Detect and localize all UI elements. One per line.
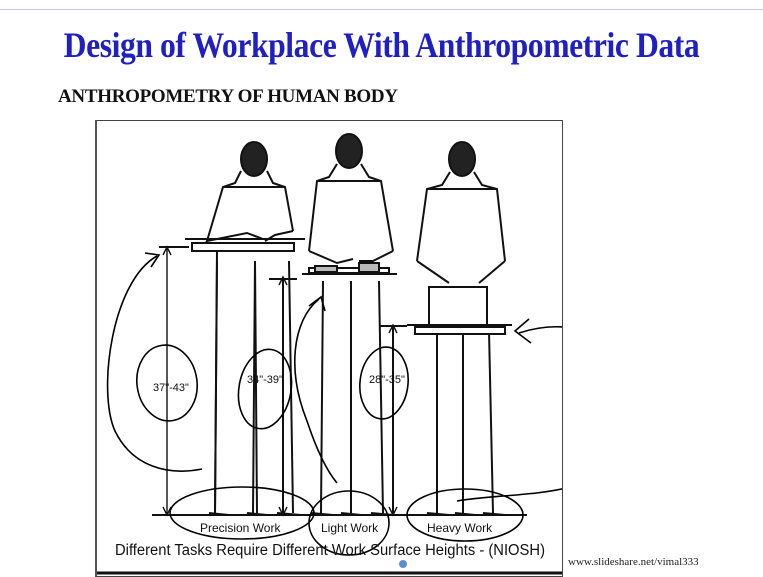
height-label-heavy: 28"-35" <box>369 374 405 386</box>
figure-drawing: 37"-43" 34"-39" 28"-35" Precision Work L… <box>97 133 562 575</box>
hand-annotations <box>106 252 562 556</box>
slide-title: Design of Workplace With Anthropometric … <box>63 25 700 65</box>
worker-light-figure <box>308 133 394 516</box>
slide-subtitle: ANTHROPOMETRY OF HUMAN BODY <box>58 86 398 107</box>
work-surface-precision <box>159 238 305 514</box>
work-surface-light <box>269 262 397 513</box>
worker-precision-figure <box>200 141 302 516</box>
height-label-light: 34"-39" <box>247 374 283 386</box>
work-label-precision: Precision Work <box>200 521 281 535</box>
work-label-light: Light Work <box>321 521 379 535</box>
worker-heavy-figure <box>416 141 506 516</box>
workstation-height-figure: 37"-43" 34"-39" 28"-35" Precision Work L… <box>95 120 563 577</box>
dimension-arrows <box>162 245 398 517</box>
source-credit: www.slideshare.net/vimal333 <box>568 556 699 568</box>
figure-caption: Different Tasks Require Different Work S… <box>115 542 545 559</box>
work-label-heavy: Heavy Work <box>427 521 493 535</box>
work-surface-heavy <box>379 286 512 513</box>
top-rule <box>0 9 763 10</box>
cursor-dot <box>399 560 407 568</box>
height-label-precision: 37"-43" <box>153 382 189 394</box>
